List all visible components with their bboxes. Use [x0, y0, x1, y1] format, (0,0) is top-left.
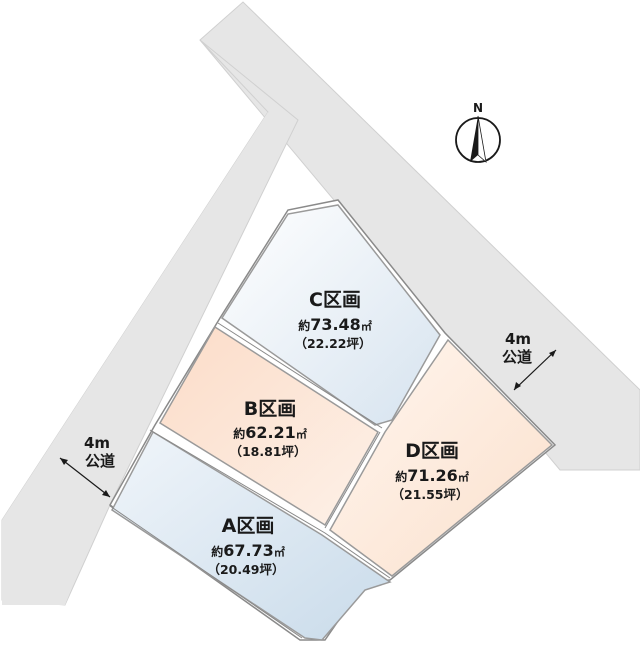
road-right-width: 4m — [505, 330, 531, 348]
lot-a-area-unit: ㎡ — [274, 545, 285, 559]
road-left-dimension-line — [59, 457, 111, 498]
lot-c-area: 約73.48㎡ — [298, 315, 372, 334]
road-left-width: 4m — [84, 434, 110, 452]
lot-b-area-value: 62.21 — [245, 423, 296, 442]
road-right-type: 公道 — [502, 348, 532, 366]
divider-line — [109, 505, 303, 639]
lot-b-area-unit: ㎡ — [296, 427, 307, 441]
arrow-icon — [514, 382, 521, 390]
arrow-icon — [60, 458, 68, 465]
lot-a-name: A区画 — [222, 515, 275, 537]
lot-b-shape[interactable] — [158, 325, 380, 527]
divider-line — [149, 429, 391, 579]
lot-a-area: 約67.73㎡ — [211, 541, 285, 560]
lot-d-area: 約71.26㎡ — [395, 466, 469, 485]
lot-c-name: C区画 — [309, 289, 361, 311]
arrow-icon — [102, 490, 110, 497]
lot-c-shape[interactable] — [220, 204, 441, 426]
road-left-type: 公道 — [85, 452, 115, 470]
lot-a-area-prefix: 約 — [211, 544, 223, 559]
lot-c-area-unit: ㎡ — [361, 319, 372, 333]
lot-c-area-value: 73.48 — [310, 315, 361, 334]
lot-d-area-unit: ㎡ — [458, 470, 469, 484]
lot-c-tsubo: （22.22坪） — [294, 336, 371, 351]
road-right-dimension-line — [513, 349, 557, 391]
lot-b-area-prefix: 約 — [233, 426, 245, 441]
arrow-icon — [549, 350, 556, 357]
lot-d-shape[interactable] — [329, 338, 554, 577]
lot-c-area-prefix: 約 — [298, 318, 310, 333]
lot-b-name: B区画 — [244, 398, 296, 420]
lot-d-name: D区画 — [405, 440, 459, 462]
lot-a-shape[interactable] — [111, 430, 392, 641]
road-left-strip — [2, 112, 280, 605]
lot-b-tsubo: （18.81坪） — [229, 444, 306, 459]
lot-a-tsubo: （20.49坪） — [207, 562, 284, 577]
lot-b-area: 約62.21㎡ — [233, 423, 307, 442]
lot-a-area-value: 67.73 — [223, 541, 274, 560]
north-label: N — [473, 101, 483, 115]
divider-line — [324, 431, 381, 529]
lot-d-tsubo: （21.55坪） — [391, 487, 468, 502]
lot-d-area-value: 71.26 — [407, 466, 458, 485]
divider-line — [217, 322, 383, 429]
north-compass-icon — [455, 115, 501, 164]
lot-d-area-prefix: 約 — [395, 469, 407, 484]
